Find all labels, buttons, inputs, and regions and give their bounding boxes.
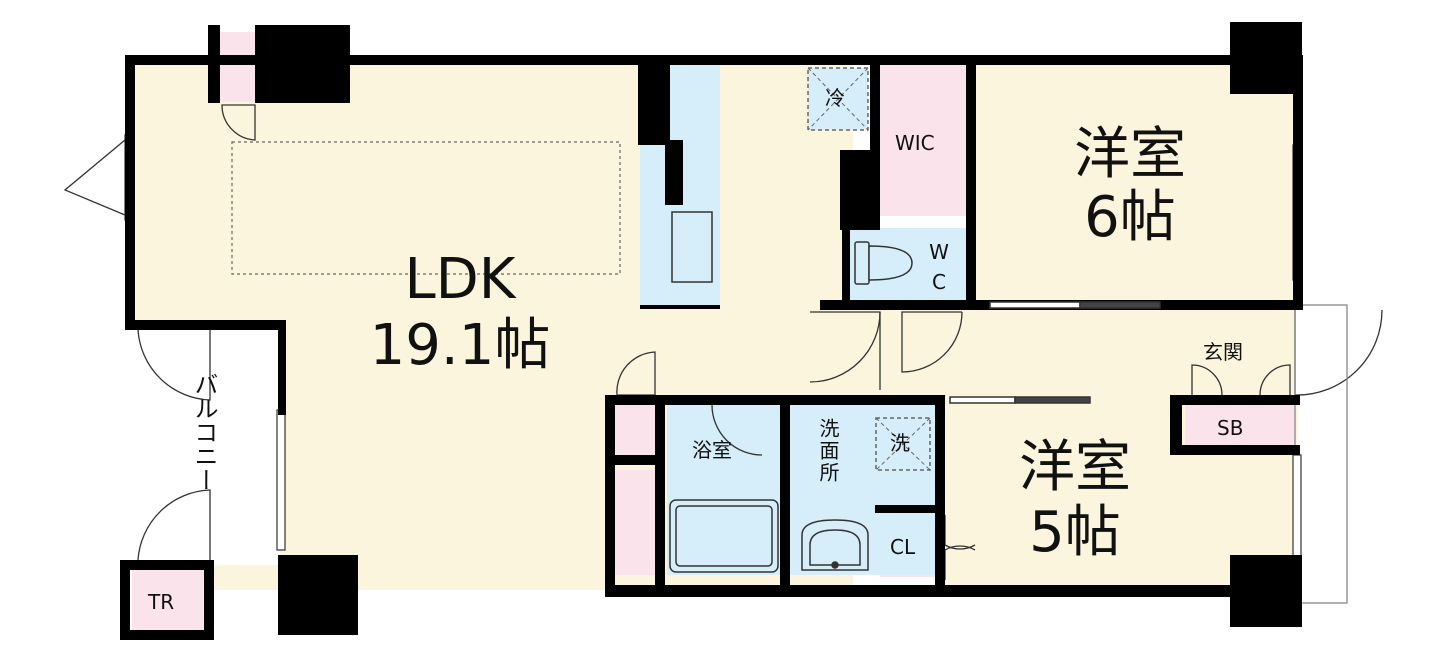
entrance-floor [1175,310,1295,395]
western-room-6-floor [970,60,1298,300]
western-room-6-size: 6帖 [1084,185,1176,250]
corner-storage [218,32,256,102]
fridge-space-icon: 冷 [825,86,845,110]
wic-label: WIC [895,131,935,155]
western-room-6-name: 洋室 [1074,122,1186,187]
trunk-room-area [132,570,207,632]
hallway-floor [810,305,1190,400]
shoe-box-area [1185,400,1295,445]
balcony-label: バルコニー [190,372,218,492]
ldk-storage-lower [613,470,659,575]
western-room-5-name: 洋室 [1019,435,1131,500]
wc-label: WC [929,240,949,294]
bathtub-icon [669,499,779,573]
balcony-floor [125,325,280,565]
washroom-label: 洗面所 [816,418,840,484]
washer-space-icon: 洗 [890,431,910,455]
toilet-icon [854,241,913,285]
ceiling-outline [231,141,621,275]
shoe-box-label: SB [1217,416,1244,440]
floor-areas [125,60,1298,590]
closet-label: CL [890,535,916,559]
fixtures [669,211,913,573]
sink-icon [671,211,713,283]
western-room-5-size: 5帖 [1029,500,1121,565]
ldk-storage-upper [613,400,659,455]
bath-label: 浴室 [692,438,732,462]
wic-area [880,62,966,216]
sliding-doors [949,301,1161,404]
ldk-name: LDK [404,247,516,312]
entrance-label: 玄関 [1203,340,1243,364]
ldk-size: 19.1帖 [369,313,551,378]
trunk-room-label: TR [148,590,175,614]
walls [120,22,1303,640]
